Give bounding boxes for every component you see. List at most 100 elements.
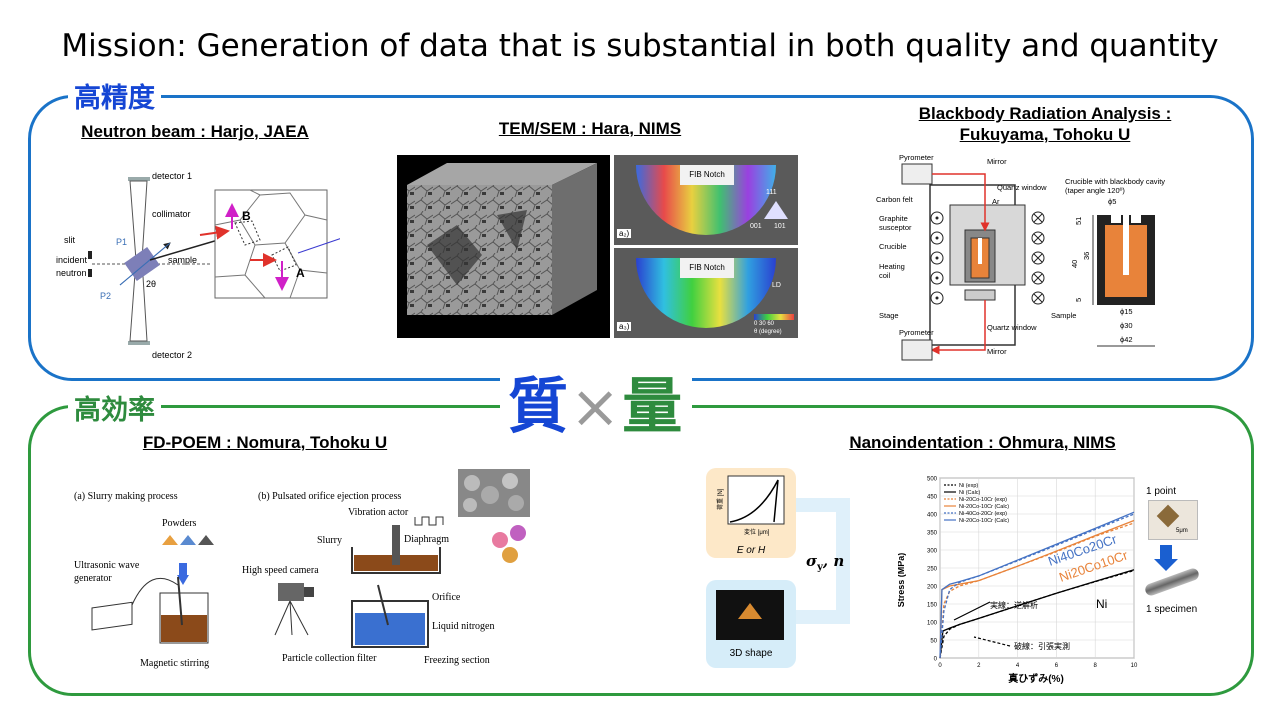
x-axis-label: 真ひずみ(%) xyxy=(1008,672,1064,685)
y-tick-label: 100 xyxy=(927,621,938,627)
x-tick-label: 0 xyxy=(938,663,942,669)
ld-label: LD xyxy=(772,282,781,289)
magnetic-stirring-label: Magnetic stirring xyxy=(140,658,209,669)
neutron-diffraction-figure: detector 1 detector 2 collimator slit in… xyxy=(56,171,340,360)
load-axis-label: 荷重 [N] xyxy=(716,488,724,510)
y-tick-label: 350 xyxy=(927,531,938,537)
fib-notch-label-1: FIB Notch xyxy=(680,165,734,185)
heating-label: Heating xyxy=(879,262,905,271)
legend-label: Ni (exp) xyxy=(959,483,978,489)
fdpoem-figure: (a) Slurry making process Powders Ultras… xyxy=(74,469,530,669)
shape-label: 3D shape xyxy=(729,648,773,659)
y-tick-label: 250 xyxy=(927,567,938,573)
phi42-label: ϕ42 xyxy=(1120,335,1133,344)
down-arrow-icon xyxy=(1160,545,1172,559)
legend-label: Ni-40Co-20Cr (exp) xyxy=(959,511,1007,517)
annotation-ni: Ni xyxy=(1096,597,1107,611)
grain-b-label: B xyxy=(242,209,251,223)
legend-label: Ni-20Co-10Cr (Calc) xyxy=(959,518,1009,524)
crucible-label: Crucible xyxy=(879,242,907,251)
incident-label: incident xyxy=(56,255,88,265)
y-tick-label: 300 xyxy=(927,549,938,555)
graphite-label: Graphite xyxy=(879,214,908,223)
susceptor-label: susceptor xyxy=(879,223,912,232)
cavity-label-1: Crucible with blackbody cavity xyxy=(1065,177,1165,186)
y-tick-label: 200 xyxy=(927,585,938,591)
orifice-label: Orifice xyxy=(432,592,461,603)
dim-40: 40 xyxy=(1070,260,1079,268)
slit-label: slit xyxy=(64,235,75,245)
y-tick-label: 50 xyxy=(930,639,937,645)
indent-pyramid-icon xyxy=(738,603,762,619)
vibration-label: Vibration actor xyxy=(348,507,409,518)
series-line-1 xyxy=(939,569,1135,659)
a3-label: a₃) xyxy=(617,322,632,331)
phi5-label: ϕ5 xyxy=(1108,197,1116,206)
x-tick-label: 8 xyxy=(1094,663,1098,669)
tem-heading: TEM/SEM : Hara, NIMS xyxy=(498,119,682,138)
collimator-label: collimator xyxy=(152,209,191,219)
detector2-label: detector 2 xyxy=(152,350,192,360)
high-speed-camera-label: High speed camera xyxy=(242,565,319,576)
carbon-felt-label: Carbon felt xyxy=(876,195,914,204)
mirror-bottom-label: Mirror xyxy=(987,347,1007,356)
x-tick-label: 6 xyxy=(1055,663,1059,669)
p1-label: P1 xyxy=(116,237,127,247)
sample-label: sample xyxy=(168,255,197,265)
sigma-n-label: σy, n xyxy=(806,552,844,573)
y-tick-label: 400 xyxy=(927,513,938,519)
theta-label: θ (degree) xyxy=(754,329,782,335)
chart-grid xyxy=(939,477,1135,659)
one-point-label: 1 point xyxy=(1146,486,1177,497)
y-tick-label: 150 xyxy=(927,603,938,609)
one-specimen-label: 1 specimen xyxy=(1146,604,1198,615)
times-char: × xyxy=(570,372,623,442)
pyrometer-bottom-label: Pyrometer xyxy=(899,328,934,337)
cavity-label-2: (taper angle 120º) xyxy=(1065,186,1125,195)
sample-label-bb: Sample xyxy=(1051,311,1076,320)
nano-heading: Nanoindentation : Ohmura, NIMS xyxy=(849,433,1116,452)
series-line-5 xyxy=(939,511,1135,659)
filter-label: Particle collection filter xyxy=(282,653,377,664)
ebsd-map-a3: FIB Notch a₃) LD 0 30 60 θ (degree) xyxy=(614,248,798,338)
color-key-001: 001 xyxy=(750,223,762,230)
sem-3d-volume-graphic xyxy=(407,163,597,315)
fib-notch-label-2: FIB Notch xyxy=(680,258,734,278)
ultrasonic-label-1: Ultrasonic wave xyxy=(74,560,140,571)
dim-51: 51 xyxy=(1074,217,1083,225)
coil-label: coil xyxy=(879,271,891,280)
detector1-label: detector 1 xyxy=(152,171,192,181)
scale-label: 0 30 60 xyxy=(754,321,775,327)
ebsd-map-a2: FIB Notch a₂) 111 001 101 xyxy=(614,155,798,245)
annotation-dashed: 破線：引張実測 xyxy=(1014,641,1070,651)
blackbody-heading-1: Blackbody Radiation Analysis : xyxy=(918,104,1172,123)
n-symbol: , n xyxy=(822,552,845,570)
blackbody-heading-2: Fukuyama, Tohoku U xyxy=(959,125,1131,144)
x-tick-label: 2 xyxy=(977,663,981,669)
dim-5: 5 xyxy=(1074,298,1083,302)
legend-label: Ni-20Co-10Cr (Calc) xyxy=(959,504,1009,510)
stage-label: Stage xyxy=(879,311,899,320)
load-displacement-curve: 荷重 [N] 変位 [μm] xyxy=(716,475,785,536)
color-key-101: 101 xyxy=(774,223,786,230)
legend-label: Ni-20Co-10Cr (exp) xyxy=(959,497,1007,503)
disp-axis-label: 変位 [μm] xyxy=(744,528,770,536)
liquid-nitrogen-label: Liquid nitrogen xyxy=(432,621,495,632)
phi30-label: ϕ30 xyxy=(1120,321,1133,330)
eorh-label: E or H xyxy=(736,545,766,556)
x-tick-label: 10 xyxy=(1131,663,1138,669)
fd-b-label: (b) Pulsated orifice ejection process xyxy=(258,491,401,502)
chart-series-group xyxy=(939,511,1135,659)
neutron-heading: Neutron beam : Harjo, JAEA xyxy=(81,122,309,141)
sigma-subscript: y xyxy=(817,562,823,573)
flow-arrow-background xyxy=(792,498,850,624)
p2-label: P2 xyxy=(100,291,111,301)
efficiency-tag: 高効率 xyxy=(68,388,161,427)
y-tick-label: 450 xyxy=(927,495,938,501)
freezing-label: Freezing section xyxy=(424,655,490,666)
annotation-solid: 実線：逆解析 xyxy=(990,600,1038,610)
a2-label: a₂) xyxy=(617,229,632,238)
pyrometer-top-label: Pyrometer xyxy=(899,153,934,162)
